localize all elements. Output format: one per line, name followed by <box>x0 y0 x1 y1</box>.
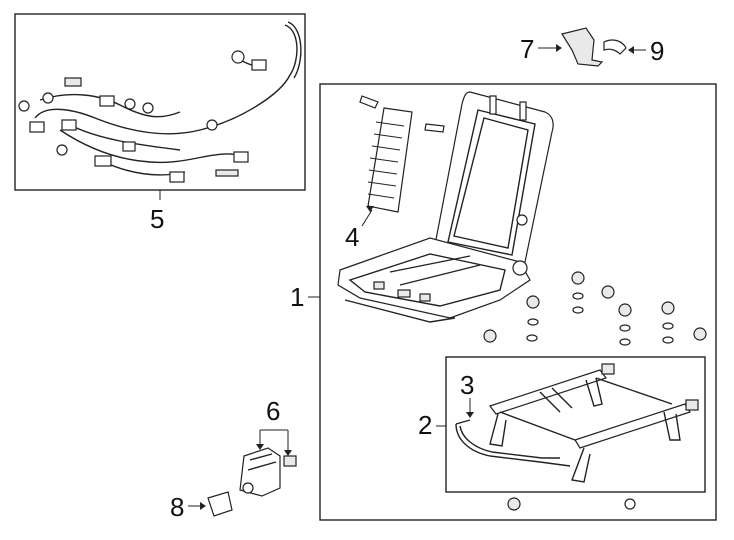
lumbar-support-part-4 <box>367 107 413 213</box>
callout-7: 7 <box>520 34 534 64</box>
wire-harness-drawing <box>18 21 302 183</box>
callout-5: 5 <box>150 204 164 234</box>
seat-adjuster-box <box>445 356 706 493</box>
seat-adjuster-group: 2 3 <box>418 356 706 493</box>
bracket-and-clip-group: 7 9 <box>520 27 664 67</box>
callout-2: 2 <box>418 410 432 440</box>
callout-3: 3 <box>460 370 474 400</box>
bracket-part-7 <box>561 27 604 67</box>
callout-4: 4 <box>345 222 359 252</box>
seat-frame-drawing <box>337 91 554 323</box>
trim-cover-group: 6 8 <box>170 396 297 522</box>
cap-part-8 <box>207 491 233 517</box>
callout-6: 6 <box>266 396 280 426</box>
callout-1: 1 <box>290 282 304 312</box>
hardware-group <box>483 271 707 511</box>
seat-adjuster-drawing <box>455 363 699 483</box>
seat-frame-group: 1 4 <box>290 83 717 521</box>
callout-9: 9 <box>650 36 664 66</box>
seat-frame-box <box>319 83 717 521</box>
wire-harness-group: 5 <box>14 13 306 234</box>
lumbar-support-group: 4 <box>345 95 445 252</box>
wire-harness-box <box>14 13 306 191</box>
callout-8: 8 <box>170 492 184 522</box>
clip-part-9 <box>603 39 627 55</box>
